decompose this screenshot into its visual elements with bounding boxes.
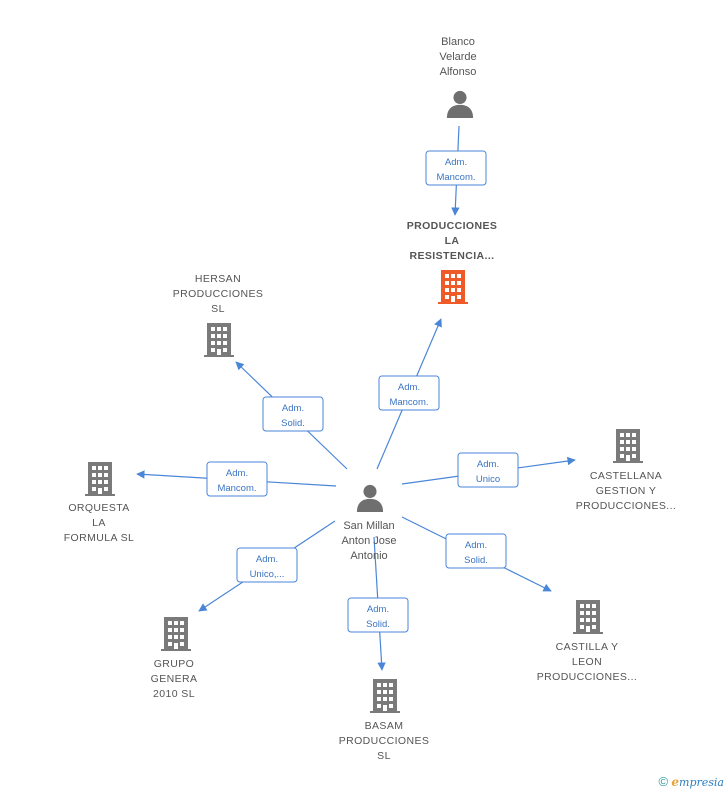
footer-brand: © empresia	[658, 774, 724, 789]
building-icon	[161, 617, 191, 651]
edge-label-blanco-to-produccioneslr[interactable]: Adm. Mancom.	[425, 150, 487, 186]
node-label-line: GRUPO	[154, 658, 195, 670]
node-produccioneslr[interactable]: PRODUCCIONES LA RESISTENCIA...	[407, 220, 498, 304]
node-label-line: FORMULA SL	[64, 532, 135, 544]
node-label-line: Velarde	[439, 51, 476, 63]
node-label-line: ORQUESTA	[68, 502, 129, 514]
edge-label-line: Unico,...	[250, 569, 285, 580]
edge-label-sanmillan-to-castilla[interactable]: Adm. Solid.	[445, 533, 507, 569]
node-label-line: PRODUCCIONES...	[576, 500, 677, 512]
building-icon	[204, 323, 234, 357]
node-label-line: Antonio	[350, 550, 387, 562]
edge-label-sanmillan-to-orquesta[interactable]: Adm. Mancom.	[206, 461, 268, 497]
node-grupo[interactable]: GRUPO GENERA 2010 SL	[151, 617, 198, 700]
copyright-symbol: ©	[658, 774, 669, 789]
node-basam[interactable]: BASAM PRODUCCIONES SL	[339, 679, 430, 762]
edge-label-box	[206, 461, 268, 497]
edge-label-box	[262, 396, 324, 432]
edge-label-box	[457, 452, 519, 488]
node-label-line: Alfonso	[440, 66, 477, 78]
person-icon	[356, 484, 384, 512]
edge-label-sanmillan-to-hersan[interactable]: Adm. Solid.	[262, 396, 324, 432]
node-label-line: 2010 SL	[153, 688, 195, 700]
node-label-line: CASTILLA Y	[556, 641, 619, 653]
node-castilla[interactable]: CASTILLA Y LEON PRODUCCIONES...	[537, 600, 638, 683]
edges-layer: Adm. Mancom. Adm. Mancom. Adm. Solid. Adm. Manc…	[136, 125, 576, 671]
node-label-line: LA	[92, 517, 106, 529]
building-icon	[85, 462, 115, 496]
node-label-line: PRODUCCIONES	[173, 288, 264, 300]
edge-label-line: Adm.	[398, 382, 420, 393]
edge-label-sanmillan-to-castellana[interactable]: Adm. Unico	[457, 452, 519, 488]
edge-label-sanmillan-to-grupo[interactable]: Adm. Unico,...	[236, 547, 298, 583]
edge-label-line: Adm.	[445, 157, 467, 168]
building-icon	[370, 679, 400, 713]
edge-label-line: Mancom.	[389, 397, 428, 408]
node-label-line: GESTION Y	[596, 485, 657, 497]
node-orquesta[interactable]: ORQUESTA LA FORMULA SL	[64, 462, 135, 544]
edge-label-box	[347, 597, 409, 633]
edge-label-sanmillan-to-produccioneslr[interactable]: Adm. Mancom.	[378, 375, 440, 411]
node-label-line: PRODUCCIONES...	[537, 671, 638, 683]
node-hersan[interactable]: HERSAN PRODUCCIONES SL	[173, 273, 264, 357]
brand-name: mpresia	[679, 776, 724, 789]
node-label-line: San Millan	[343, 520, 394, 532]
node-label-line: RESISTENCIA...	[410, 250, 495, 262]
node-label-line: HERSAN	[195, 273, 241, 285]
edge-label-box	[378, 375, 440, 411]
edge-label-box	[425, 150, 487, 186]
node-label-line: CASTELLANA	[590, 470, 662, 482]
building-icon	[573, 600, 603, 634]
node-label-line: Blanco	[441, 36, 475, 48]
edge-label-line: Adm.	[465, 540, 487, 551]
edge-label-line: Unico	[476, 474, 500, 485]
node-label-line: GENERA	[151, 673, 198, 685]
edge-label-line: Solid.	[366, 619, 390, 630]
building-icon	[438, 270, 468, 304]
node-label-line: SL	[377, 750, 391, 762]
edge-label-line: Adm.	[282, 403, 304, 414]
edge-label-line: Adm.	[367, 604, 389, 615]
person-icon	[446, 90, 474, 118]
brand-initial: e	[671, 775, 680, 789]
edge-label-line: Adm.	[256, 554, 278, 565]
edge-label-line: Solid.	[464, 555, 488, 566]
node-label-line: Anton Jose	[341, 535, 396, 547]
edge-label-line: Mancom.	[436, 172, 475, 183]
node-label-line: BASAM	[365, 720, 404, 732]
edge-label-line: Adm.	[226, 468, 248, 479]
node-label-line: PRODUCCIONES	[339, 735, 430, 747]
edge-label-box	[445, 533, 507, 569]
edge-label-sanmillan-to-basam[interactable]: Adm. Solid.	[347, 597, 409, 633]
node-label-line: SL	[211, 303, 225, 315]
node-label-line: PRODUCCIONES	[407, 220, 498, 232]
building-icon	[613, 429, 643, 463]
node-castellana[interactable]: CASTELLANA GESTION Y PRODUCCIONES...	[576, 429, 677, 512]
edge-label-line: Solid.	[281, 418, 305, 429]
edge-label-box	[236, 547, 298, 583]
node-label-line: LEON	[572, 656, 602, 668]
edge-label-line: Mancom.	[217, 483, 256, 494]
edge-label-line: Adm.	[477, 459, 499, 470]
node-label-line: LA	[445, 235, 460, 247]
